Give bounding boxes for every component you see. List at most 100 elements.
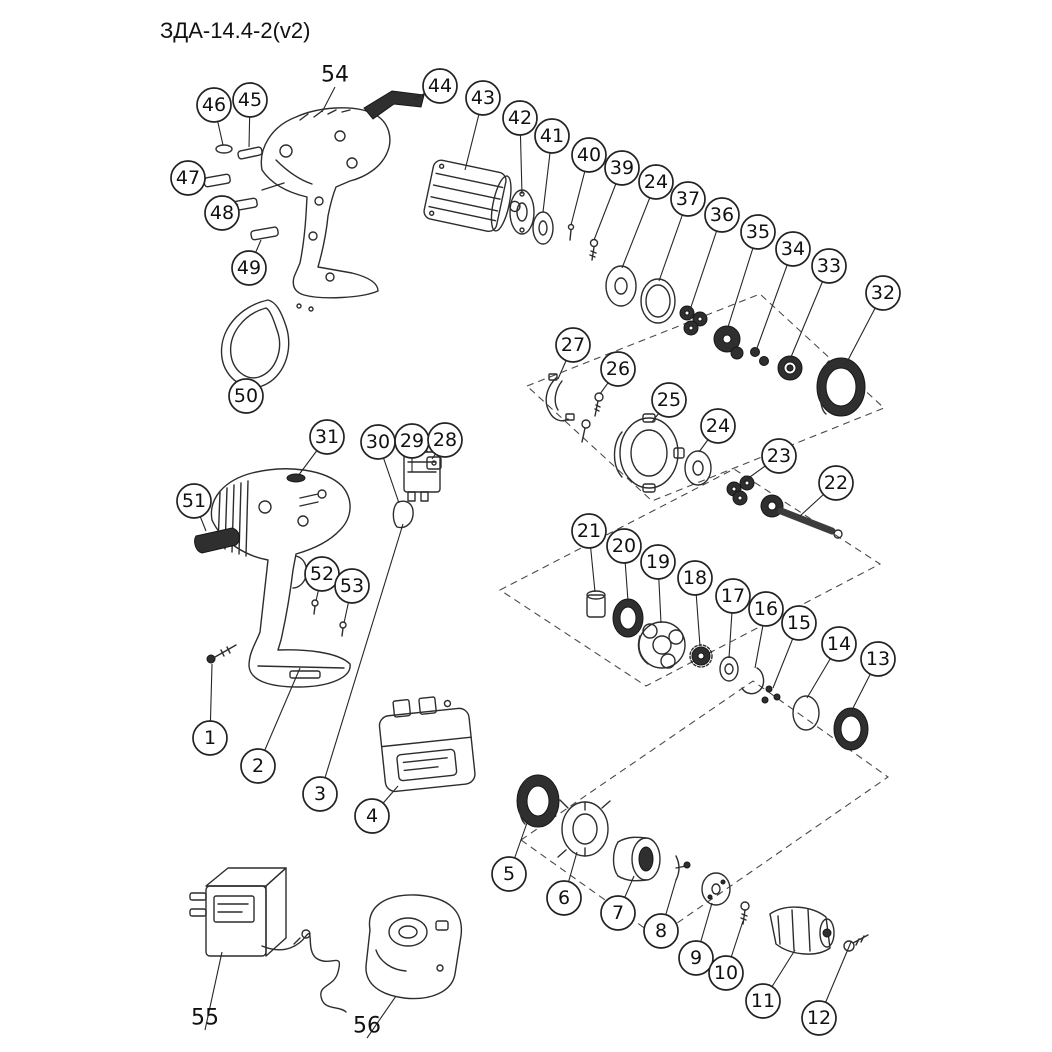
- part-number: 27: [561, 334, 585, 356]
- balloon-circle: [811, 248, 847, 284]
- part-callout-12: 12: [801, 941, 852, 1036]
- pins-15: [761, 685, 781, 704]
- part-callout-15: 15: [772, 605, 817, 689]
- part-number: 30: [366, 431, 390, 453]
- part-callout-17: 17: [715, 578, 751, 659]
- part-callout-42: 42: [502, 100, 538, 195]
- part-callout-41: 41: [534, 118, 570, 213]
- gear-18: [689, 644, 713, 668]
- housing-screws-52-53: [311, 599, 347, 637]
- planet-gear-set-36: [679, 305, 708, 336]
- leader-line: [204, 951, 223, 1031]
- balloon-circle: [232, 82, 268, 118]
- balloon-circle: [643, 913, 679, 949]
- balloon-circle: [571, 513, 607, 549]
- part-callout-18: 18: [677, 560, 713, 647]
- part-callout-27: 27: [555, 327, 591, 380]
- balloon-circle: [192, 720, 228, 756]
- drill-housing-front: [210, 468, 351, 688]
- part-callout-10: 10: [708, 920, 744, 991]
- clutch-collar-6: [557, 799, 611, 858]
- part-callout-29: 29: [394, 423, 430, 472]
- part-number: 42: [508, 107, 532, 129]
- gearbox-housing-25: [613, 413, 685, 493]
- part-callout-52: 52: [304, 556, 340, 602]
- balloon-circle: [334, 568, 370, 604]
- part-callout-7: 7: [600, 875, 636, 931]
- gear-33: [777, 355, 803, 381]
- balloon-circle: [571, 137, 607, 173]
- part-callout-11: 11: [745, 949, 796, 1019]
- part-callout-23: 23: [742, 438, 797, 483]
- part-number: 28: [433, 429, 457, 451]
- part-callout-54: 54: [321, 63, 349, 113]
- drill-housing-top: [260, 107, 391, 312]
- gear-ring-37: [640, 278, 676, 324]
- balloon-circle: [775, 231, 811, 267]
- part-callout-5: 5: [491, 819, 529, 892]
- part-callout-44: 44: [412, 68, 458, 104]
- part-callout-39: 39: [593, 150, 640, 241]
- part-callout-32: 32: [846, 275, 901, 363]
- part-callout-31: 31: [297, 419, 345, 477]
- balloon-circle: [801, 1000, 837, 1036]
- part-number: 7: [612, 902, 624, 924]
- part-number: 56: [353, 1014, 381, 1039]
- part-number: 9: [690, 947, 702, 969]
- part-number: 55: [191, 1006, 219, 1031]
- part-number: 44: [428, 75, 452, 97]
- part-number: 37: [676, 188, 700, 210]
- part-callout-55: 55: [191, 951, 223, 1031]
- balloon-circle: [748, 591, 784, 627]
- part-number: 18: [683, 567, 707, 589]
- part-callout-49: 49: [231, 239, 267, 286]
- part-number: 19: [646, 551, 670, 573]
- balloon-circle: [708, 955, 744, 991]
- part-number: 41: [540, 125, 564, 147]
- part-number: 26: [606, 358, 630, 380]
- charger: [189, 867, 347, 1013]
- balloon-circle: [555, 327, 591, 363]
- part-callout-3: 3: [302, 523, 404, 812]
- part-callout-24: 24: [621, 164, 674, 269]
- motor: [423, 159, 521, 233]
- part-number: 50: [234, 385, 258, 407]
- clutch-ring-5: [516, 774, 560, 828]
- balloon-circle: [228, 378, 264, 414]
- part-number: 4: [366, 805, 378, 827]
- part-number: 40: [577, 144, 601, 166]
- part-number: 51: [182, 490, 206, 512]
- part-callout-25: 25: [651, 382, 687, 423]
- hand-strap: [220, 299, 290, 389]
- balloon-circle: [309, 419, 345, 455]
- balloon-circle: [606, 528, 642, 564]
- balloon-circle: [422, 68, 458, 104]
- balloon-circle: [176, 483, 212, 519]
- diagram-title: ЗДА-14.4-2(v2): [160, 18, 310, 43]
- balloon-circle: [700, 408, 736, 444]
- part-callout-1: 1: [192, 663, 228, 756]
- part-callout-20: 20: [606, 528, 642, 602]
- balloon-circle: [604, 150, 640, 186]
- washer-plate-9: [701, 872, 731, 906]
- balloon-circle: [640, 544, 676, 580]
- balloon-circle: [781, 605, 817, 641]
- bearing-20: [612, 598, 644, 638]
- balloon-circle: [715, 578, 751, 614]
- output-shaft-22: [760, 494, 843, 539]
- screw-10: [740, 901, 750, 925]
- part-number: 47: [176, 167, 200, 189]
- part-number: 8: [655, 920, 667, 942]
- part-number: 1: [204, 727, 216, 749]
- balloon-circle: [638, 164, 674, 200]
- part-callout-24: 24: [698, 408, 736, 453]
- balloon-circle: [427, 422, 463, 458]
- part-callout-48: 48: [204, 195, 240, 231]
- part-number: 22: [824, 472, 848, 494]
- balloon-circle: [231, 250, 267, 286]
- bearing-13: [833, 707, 869, 751]
- balloon-circle: [860, 641, 896, 677]
- balloon-circle: [240, 748, 276, 784]
